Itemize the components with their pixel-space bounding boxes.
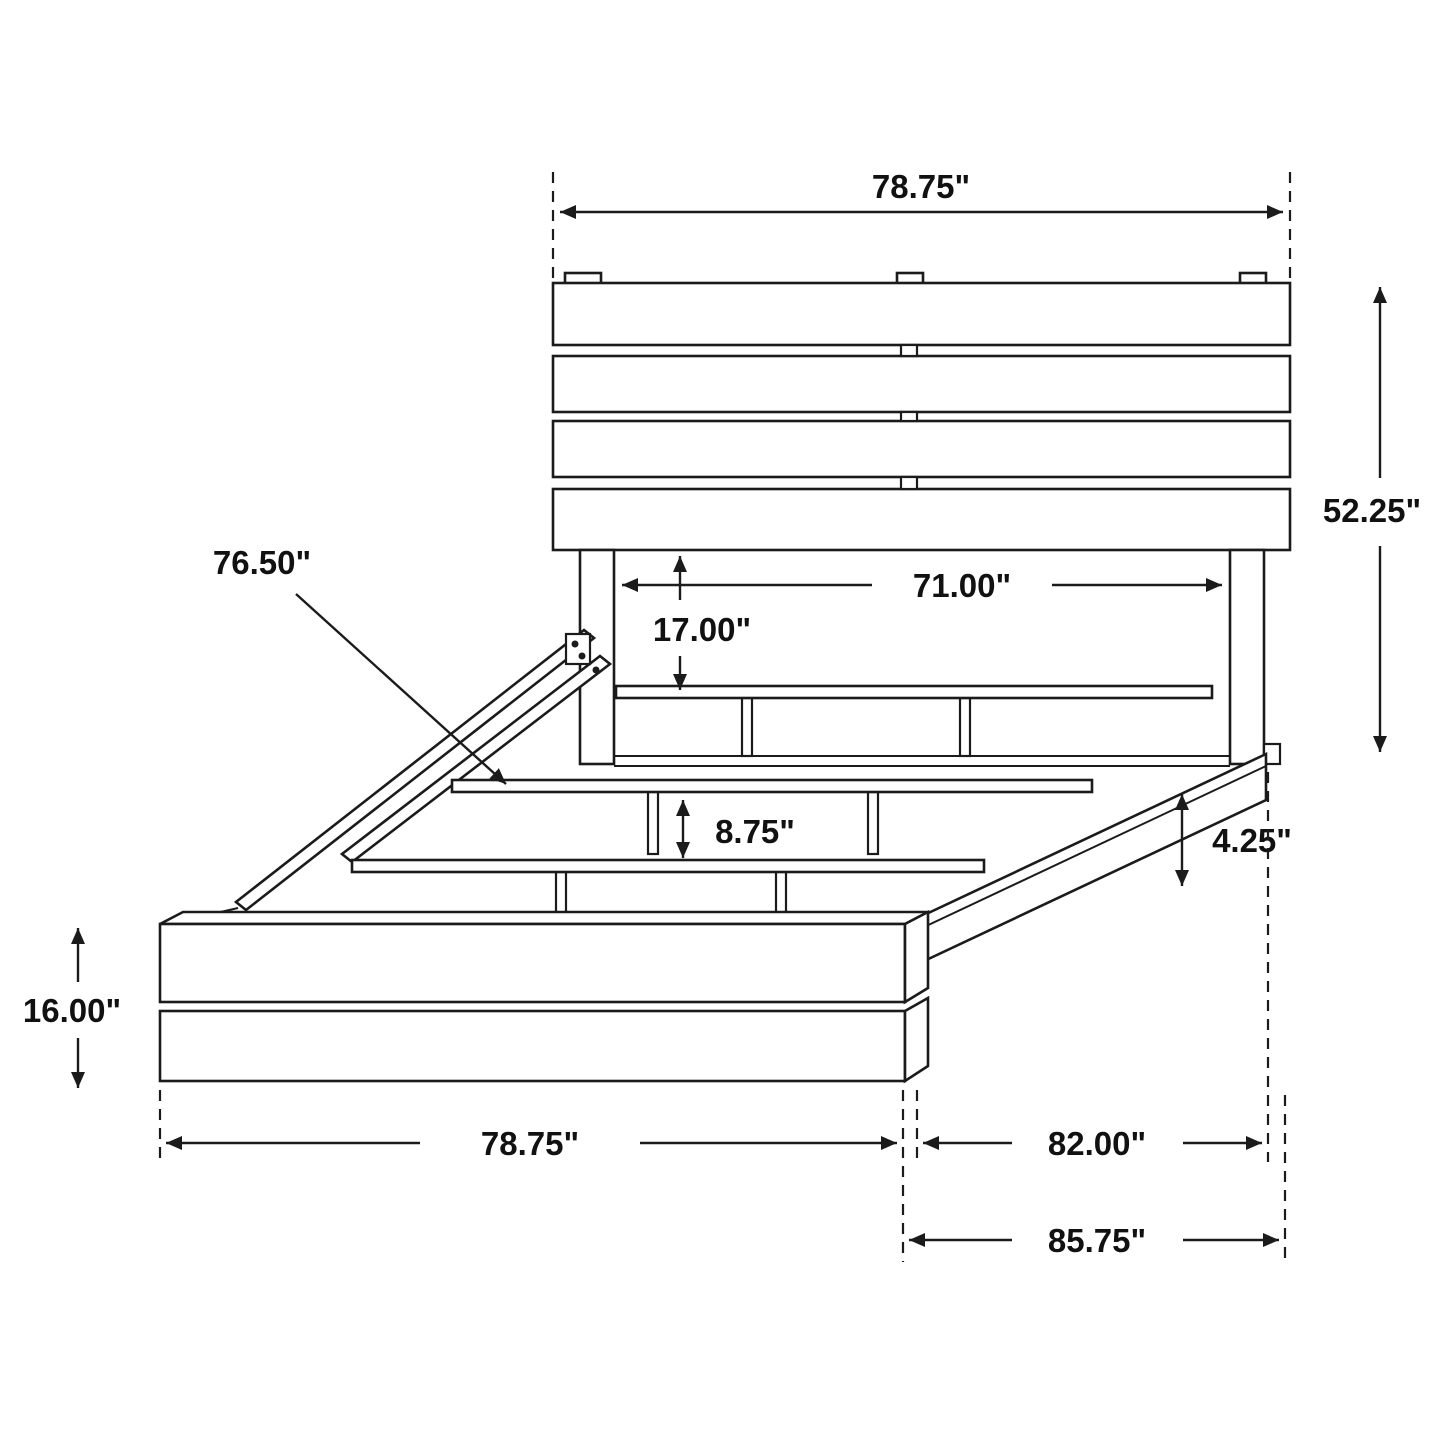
dim-overall-length: 85.75"	[909, 1095, 1287, 1259]
footboard-board-upper	[158, 922, 907, 1004]
cross-slat-middle	[450, 778, 1094, 794]
dim-label-inner-width: 71.00"	[913, 567, 1011, 604]
dim-label-slat-height: 8.75"	[715, 813, 795, 850]
headboard-slat-2	[551, 354, 1292, 414]
dim-label-headboard-height: 52.25"	[1323, 492, 1421, 529]
cross-slat-back	[614, 684, 1214, 700]
side-rail-inner	[339, 654, 613, 864]
dim-frame-length: 82.00"	[915, 772, 1270, 1162]
slat-connector-3	[899, 475, 919, 491]
slat-support-leg	[958, 696, 972, 758]
dim-label-underbed-clearance: 17.00"	[653, 611, 751, 648]
footboard-end-cap-lower	[903, 995, 930, 1084]
headboard-slat-1	[551, 281, 1292, 347]
slat-support-leg	[740, 696, 754, 758]
slat-support-leg	[866, 790, 880, 856]
side-rail-right-edge-line	[904, 765, 1267, 937]
dim-slat-rail-length: 76.50"	[213, 544, 507, 785]
dim-label-slat-rail-length: 76.50"	[213, 544, 311, 581]
bracket-hole-2	[578, 652, 586, 660]
dim-slat-height: 8.75"	[676, 800, 795, 858]
footboard-top-face	[159, 910, 929, 926]
slat-connector-1	[899, 343, 919, 358]
dim-footboard-height: 16.00"	[23, 928, 121, 1088]
headboard	[551, 271, 1292, 767]
footboard-end-cap-upper	[903, 909, 930, 1005]
slat-connector-2	[899, 410, 919, 423]
headboard-leg-right	[1228, 548, 1266, 766]
footboard	[158, 909, 930, 1084]
dim-headboard-height: 52.25"	[1323, 287, 1421, 752]
dim-rail-height: 4.25"	[1175, 794, 1292, 886]
dim-inner-width: 71.00"	[622, 567, 1222, 604]
headboard-slat-3	[551, 419, 1292, 479]
dim-footboard-width: 78.75"	[158, 1090, 905, 1262]
cross-slat-front	[350, 858, 986, 874]
slat-support-leg	[646, 790, 660, 856]
bracket-hole-3	[592, 666, 600, 674]
dim-label-footboard-width: 78.75"	[481, 1125, 579, 1162]
dim-label-headboard-width-top: 78.75"	[872, 168, 970, 205]
dim-label-rail-height: 4.25"	[1212, 822, 1292, 859]
footboard-board-lower	[158, 1009, 907, 1083]
dim-label-frame-length: 82.00"	[1048, 1125, 1146, 1162]
dim-underbed-clearance: 17.00"	[653, 556, 751, 690]
bracket-hole-1	[571, 640, 579, 648]
dim-label-footboard-height: 16.00"	[23, 992, 121, 1029]
rail-hook-bracket	[564, 632, 592, 666]
dim-headboard-width-top: 78.75"	[551, 168, 1292, 280]
dim-label-overall-length: 85.75"	[1048, 1222, 1146, 1259]
headboard-slat-4	[551, 487, 1292, 552]
